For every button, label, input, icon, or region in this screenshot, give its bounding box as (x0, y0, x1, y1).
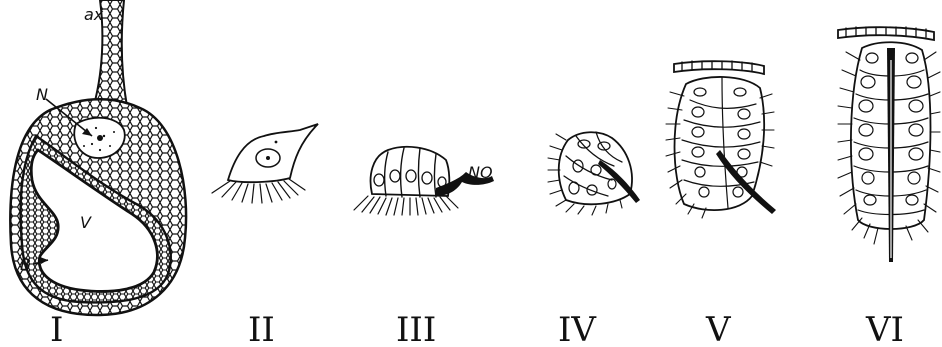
figure-2-nucleolus (266, 156, 270, 160)
figure-3-numeral: III (396, 310, 436, 347)
figure-1-vacuole-label: V (80, 213, 92, 232)
figure-6-numeral: VI (865, 310, 904, 347)
figure-3-nerve-label: NO (468, 163, 493, 182)
figure-6-cuticle (838, 27, 934, 40)
figure-1-nucleus-label: N (36, 85, 48, 104)
figure-2-cell (212, 124, 318, 203)
figure-4-cell-group (548, 132, 640, 215)
figure-2-granule (275, 141, 278, 144)
figure-1-cell: ax N V B (10, 0, 186, 315)
figure-2-numeral: II (248, 310, 275, 347)
figure-4-numeral: IV (558, 310, 597, 347)
figure-1-numeral: I (50, 310, 63, 347)
figure-5-cell-group (666, 61, 776, 218)
figure-5-numeral: V (705, 310, 732, 347)
figure-3-cilia (354, 196, 458, 215)
figure-6-cell-group (838, 27, 940, 262)
figure-1-nucleolus (97, 135, 103, 141)
figure-1-border-label: B (20, 255, 31, 274)
figure-5-cuticle (674, 61, 764, 74)
figure-2-cell-body (228, 124, 318, 182)
figure-1-axon-label: ax (84, 5, 104, 24)
figure-3-cell-group: NO (354, 147, 494, 215)
